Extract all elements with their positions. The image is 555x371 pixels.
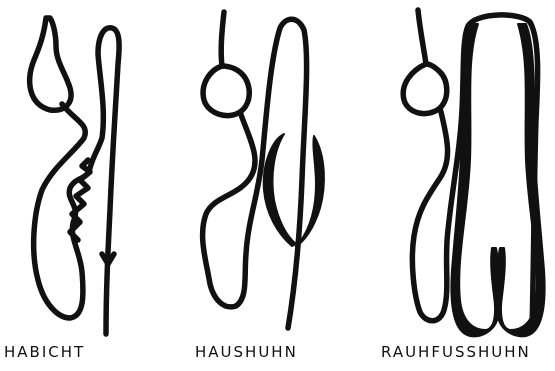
haushuhn-esophagus — [221, 12, 224, 66]
rauhfuss-esophagus — [418, 10, 426, 64]
haushuhn-tract — [203, 12, 307, 328]
haushuhn-caecum-left — [264, 134, 296, 246]
label-haushuhn: HAUSHUHN — [195, 343, 298, 361]
habicht-intestine — [34, 28, 119, 334]
label-rauhfusshuhn: RAUHFUSSHUHN — [381, 343, 531, 361]
haushuhn-caeca — [264, 134, 324, 246]
rauhfuss-caecum-left — [451, 24, 499, 336]
habicht-tract — [30, 18, 119, 334]
haushuhn-crop — [203, 66, 249, 116]
rauhfuss-intestine — [412, 15, 537, 330]
label-habicht: HABICHT — [4, 343, 85, 361]
habicht-crop — [30, 18, 71, 110]
